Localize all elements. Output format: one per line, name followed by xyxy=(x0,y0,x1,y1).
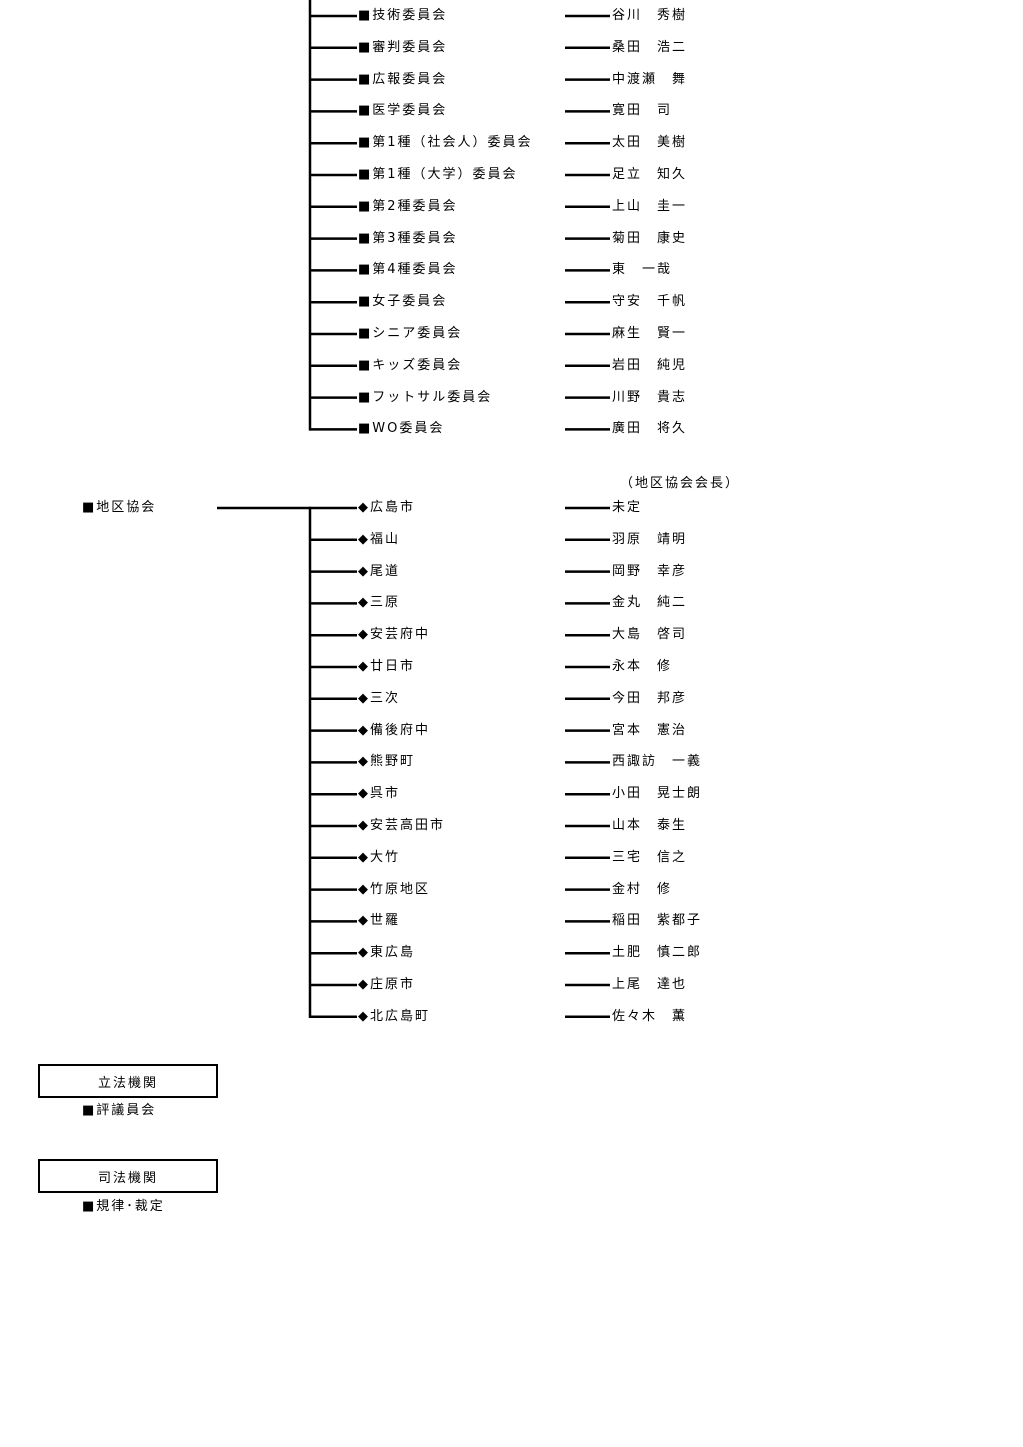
legislative-box: 立法機関 xyxy=(38,1064,218,1098)
committee-chair: 麻生 賢一 xyxy=(612,326,688,341)
district-chair: 三宅 信之 xyxy=(612,849,688,865)
district-chair-heading: （地区協会会長） xyxy=(620,476,741,491)
district-name: ◆福山 xyxy=(358,531,400,547)
district-chair: 上尾 達也 xyxy=(612,977,688,992)
committee-name: ■フットサル委員会 xyxy=(358,389,493,405)
district-name: ◆竹原地区 xyxy=(358,881,430,897)
judicial-box: 司法機関 xyxy=(38,1159,218,1193)
district-name: ◆東広島 xyxy=(358,945,415,961)
district-chair: 佐々木 薫 xyxy=(612,1008,688,1024)
committee-chair: 太田 美樹 xyxy=(612,135,688,151)
district-name: ◆呉市 xyxy=(358,786,400,802)
district-chair: 西諏訪 一義 xyxy=(612,754,703,770)
committee-chair: 菊田 康史 xyxy=(612,230,688,246)
district-label: ■地区協会 xyxy=(82,500,157,515)
district-chair: 今田 邦彦 xyxy=(612,690,688,706)
committee-chair: 東 一哉 xyxy=(612,262,673,278)
committee-chair: 中渡瀬 舞 xyxy=(612,71,688,87)
district-chair: 岡野 幸彦 xyxy=(612,563,688,579)
committee-name: ■第1種（社会人）委員会 xyxy=(358,135,533,151)
committee-name: ■女子委員会 xyxy=(358,294,448,310)
committee-chair: 桑田 浩二 xyxy=(612,39,688,55)
district-name: ◆大竹 xyxy=(358,849,400,865)
committee-name: ■医学委員会 xyxy=(358,103,448,119)
district-name: ◆三原 xyxy=(358,595,400,611)
judicial-title: 司法機関 xyxy=(97,1170,158,1186)
district-chair: 大島 啓司 xyxy=(612,627,688,643)
connector-lines xyxy=(217,0,610,1019)
committee-name: ■第3種委員会 xyxy=(358,230,458,246)
committee-chair: 岩田 純児 xyxy=(612,357,688,373)
district-name: ◆安芸高田市 xyxy=(358,818,445,833)
district-chair: 宮本 憲治 xyxy=(612,722,688,738)
district-chair: 永本 修 xyxy=(612,659,673,674)
district-name: ◆北広島町 xyxy=(358,1008,430,1024)
district-chair: 羽原 靖明 xyxy=(612,531,688,547)
district-chair: 小田 晃士朗 xyxy=(612,786,703,802)
district-chair: 山本 泰生 xyxy=(612,818,688,833)
district-name: ◆廿日市 xyxy=(358,659,415,674)
committee-name: ■第1種（大学）委員会 xyxy=(358,167,518,182)
committee-name: ■広報委員会 xyxy=(358,71,448,87)
judicial-item: ■規律･裁定 xyxy=(82,1199,165,1214)
committee-chair: 寛田 司 xyxy=(612,103,673,119)
committee-chair: 廣田 将久 xyxy=(612,421,688,437)
committee-chair: 足立 知久 xyxy=(612,167,688,182)
district-name: ◆三次 xyxy=(358,690,400,706)
committee-name: ■シニア委員会 xyxy=(358,326,463,341)
committee-chair: 守安 千帆 xyxy=(612,294,688,310)
committee-name: ■WO委員会 xyxy=(358,421,445,437)
legislative-item: ■評議員会 xyxy=(82,1103,157,1118)
committee-name: ■審判委員会 xyxy=(358,39,448,55)
committee-name: ■第2種委員会 xyxy=(358,198,458,214)
district-name: ◆広島市 xyxy=(358,500,415,515)
committee-chair: 上山 圭一 xyxy=(612,198,688,214)
legislative-title: 立法機関 xyxy=(97,1075,158,1091)
district-chair: 稲田 紫都子 xyxy=(612,913,703,929)
committee-chair: 川野 貴志 xyxy=(612,389,688,405)
district-chair: 未定 xyxy=(612,500,643,515)
district-name: ◆安芸府中 xyxy=(358,627,430,643)
district-chair: 金丸 純二 xyxy=(612,595,688,611)
district-name: ◆熊野町 xyxy=(358,754,415,770)
committee-chair: 谷川 秀樹 xyxy=(612,8,688,23)
committee-name: ■キッズ委員会 xyxy=(358,357,463,373)
district-chair: 金村 修 xyxy=(612,881,673,897)
district-chair: 土肥 慎二郎 xyxy=(612,945,703,961)
committee-name: ■第4種委員会 xyxy=(358,262,458,278)
district-name: ◆世羅 xyxy=(358,913,400,929)
district-name: ◆備後府中 xyxy=(358,722,430,738)
committee-name: ■技術委員会 xyxy=(358,8,448,23)
district-name: ◆尾道 xyxy=(358,563,400,579)
district-name: ◆庄原市 xyxy=(358,977,415,992)
